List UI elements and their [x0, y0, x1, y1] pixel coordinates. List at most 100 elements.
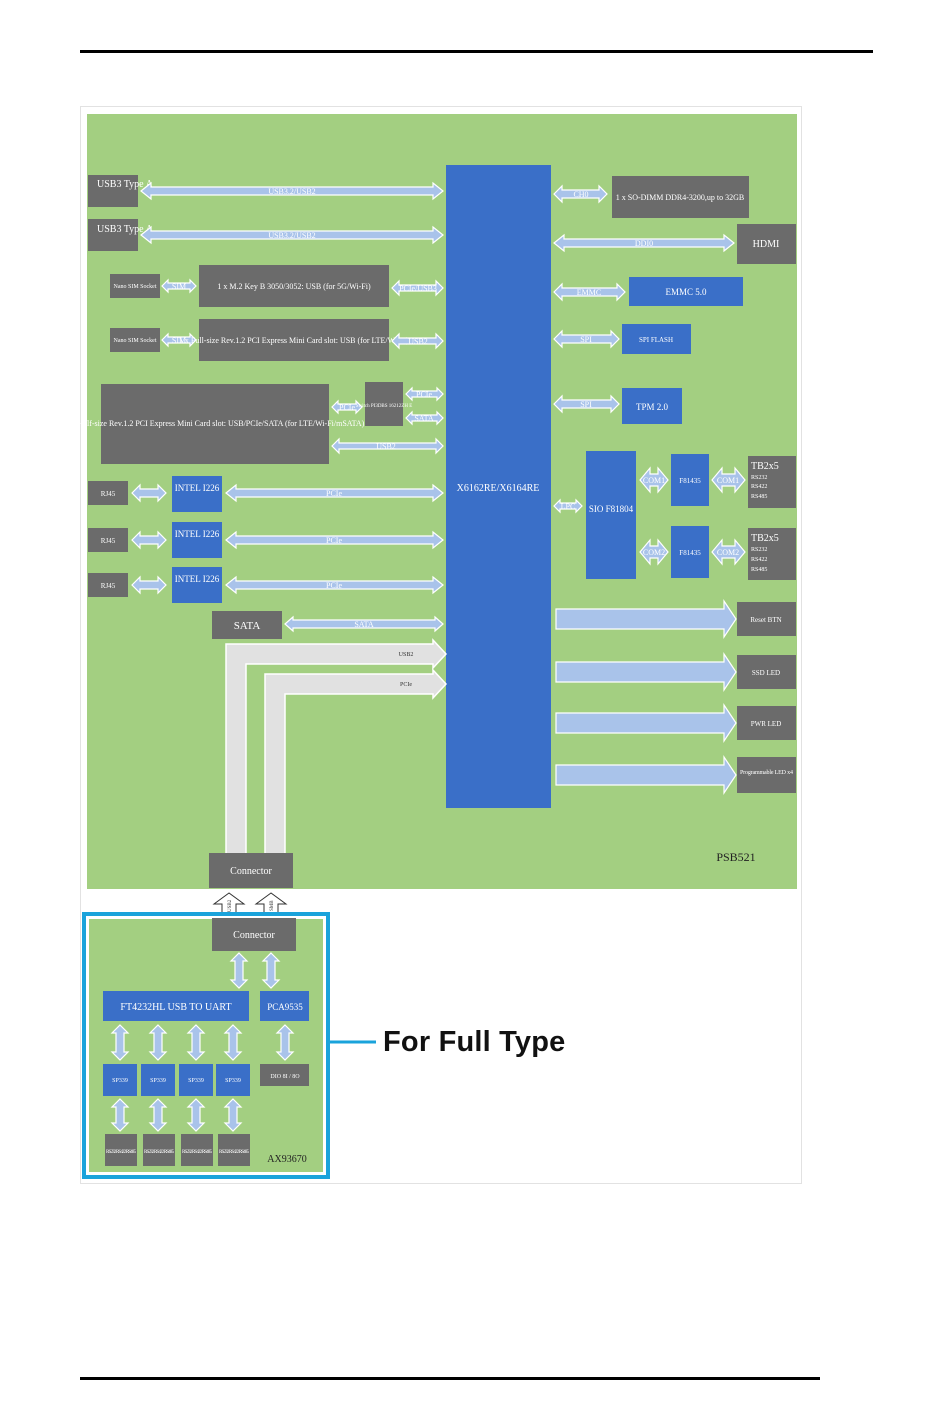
f81435-1 — [671, 454, 709, 506]
emmc-label: EMMC 5.0 — [665, 287, 707, 297]
emmc-chip — [629, 277, 743, 306]
rj45-3 — [88, 573, 128, 597]
lan-1-link-arrow — [225, 483, 444, 503]
half-usb2-arrow — [331, 437, 444, 455]
rj45-1 — [88, 481, 128, 505]
rj45-1-arrow — [131, 483, 167, 503]
sp339-port-arrow-1 — [110, 1098, 130, 1132]
switch-pcie-label: PCIe — [416, 390, 432, 399]
intel-i226-3-label: INTEL I226 — [175, 574, 220, 584]
serial-port-2 — [143, 1134, 175, 1166]
reset-btn-arrow — [555, 599, 737, 639]
soc-chip — [446, 165, 551, 808]
board-connector-label: Connector — [230, 866, 272, 877]
intel-i226-2 — [172, 522, 222, 558]
usb-link-2-arrow — [140, 225, 444, 245]
usb-link-1-label: USB3.2/USB2 — [268, 187, 315, 196]
hdmi-link-label: DDI0 — [635, 239, 653, 248]
prog-led — [737, 757, 796, 793]
lan-2-link-arrow — [225, 530, 444, 550]
tpm-link-arrow — [553, 394, 620, 414]
rj45-2 — [88, 528, 128, 552]
m2-key-b-label: 1 x M.2 Key B 3050/3052: USB (for 5G/Wi-… — [217, 282, 371, 291]
hdmi-label: HDMI — [753, 239, 780, 250]
lan-3-link-label: PCIe — [326, 581, 342, 590]
lan-1-link-label: PCIe — [326, 489, 342, 498]
serial-port-1 — [105, 1134, 137, 1166]
sp339-1 — [103, 1064, 137, 1096]
spi-flash-chip — [622, 324, 691, 354]
sp339-2 — [141, 1064, 175, 1096]
tb2x5-2-line-3: RS485 — [751, 567, 767, 573]
com2-label-a: COM2 — [643, 548, 665, 557]
sim-link-1-arrow — [161, 278, 197, 294]
com1-label-b: COM1 — [717, 476, 739, 485]
pca-dio-arrow — [275, 1024, 295, 1061]
prog-led-label: Programmable LED x4 — [740, 770, 793, 776]
tb2x5-2-line-1: RS232 — [751, 547, 767, 553]
uart-label: FT4232HL USB TO UART — [120, 1002, 231, 1013]
usb-link-1-arrow — [140, 181, 444, 201]
sim-link-2-arrow — [161, 332, 197, 348]
sp339-3-label: SP339 — [188, 1078, 204, 1084]
usb2-bus-arrow — [225, 638, 448, 856]
com1-label-a: COM1 — [643, 476, 665, 485]
half-pcie-label: PCIe — [339, 403, 355, 412]
spi-flash-link-label: SPI — [580, 335, 592, 344]
f81435-1-label: F81435 — [679, 477, 701, 485]
lpc-link-label: LPC — [561, 502, 576, 511]
prog-led-arrow — [555, 755, 737, 795]
half-usb2-label: USB2 — [376, 442, 396, 451]
usb-port-1-text: USB3 Type A — [97, 179, 154, 190]
usb-port-1 — [88, 175, 138, 207]
rj45-3-label: RJ45 — [101, 582, 116, 590]
intel-i226-1 — [172, 476, 222, 512]
nano-sim-2 — [110, 328, 160, 352]
sim-link-2-label: SIM — [172, 336, 186, 345]
sp339-port-arrow-3 — [186, 1098, 206, 1132]
nano-sim-2-label: Nano SIM Socket — [114, 338, 157, 344]
sio-label: SIO F81804 — [589, 504, 634, 514]
sp339-port-arrow-4 — [223, 1098, 243, 1132]
uart-sp339-arrow-1 — [110, 1024, 130, 1061]
sata-link-label: SATA — [354, 620, 374, 629]
memory-slot — [612, 176, 749, 218]
reset-btn-label: Reset BTN — [750, 616, 781, 624]
rj45-2-label: RJ45 — [101, 537, 116, 545]
addon-name: AX93670 — [267, 1154, 306, 1165]
m2-link-arrow — [391, 279, 444, 297]
switch-sata-arrow — [405, 410, 444, 426]
sata-link-arrow — [284, 615, 444, 633]
addon-usb2-arrow — [229, 952, 249, 989]
switch-label: Switch PI3DBS 16212ZH E — [356, 404, 413, 409]
uart-chip — [103, 991, 249, 1021]
addon-connector — [212, 918, 296, 951]
memory-link-label: CH0 — [573, 190, 588, 199]
tpm-chip — [622, 388, 682, 424]
switch-chip — [365, 382, 403, 426]
smb-vertical-label: SMB — [270, 900, 275, 911]
serial-port-1-label: RS232 RS422 RS485 — [106, 1150, 137, 1155]
hdmi-port — [737, 224, 796, 264]
switch-sata-label: SATA — [414, 414, 434, 423]
serial-port-4 — [218, 1134, 250, 1166]
mini-card-full-label: 1 x Full-size Rev.1.2 PCI Express Mini C… — [179, 336, 410, 345]
board-connector — [209, 853, 293, 888]
usb2-vertical-label: USB2 — [228, 899, 233, 912]
addon-highlight-frame — [82, 912, 330, 1179]
sio-chip — [586, 451, 636, 579]
sp339-3 — [179, 1064, 213, 1096]
mini-card-half-label: 1 x Half-size Rev.1.2 PCI Express Mini C… — [66, 419, 365, 428]
usb-port-2 — [88, 219, 138, 251]
pwr-led — [737, 706, 796, 740]
tb2x5-2-title: TB2x5 — [751, 533, 779, 544]
tpm-label: TPM 2.0 — [636, 402, 669, 412]
usb-link-2-label: USB3.2/USB2 — [268, 231, 315, 240]
intel-i226-2-label: INTEL I226 — [175, 529, 220, 539]
m2-key-b-slot — [199, 265, 389, 307]
nano-sim-1-label: Nano SIM Socket — [114, 284, 157, 290]
spi-flash-link-arrow — [553, 329, 620, 349]
full-type-caption: For Full Type — [383, 1026, 566, 1058]
tb2x5-1-title: TB2x5 — [751, 461, 779, 472]
